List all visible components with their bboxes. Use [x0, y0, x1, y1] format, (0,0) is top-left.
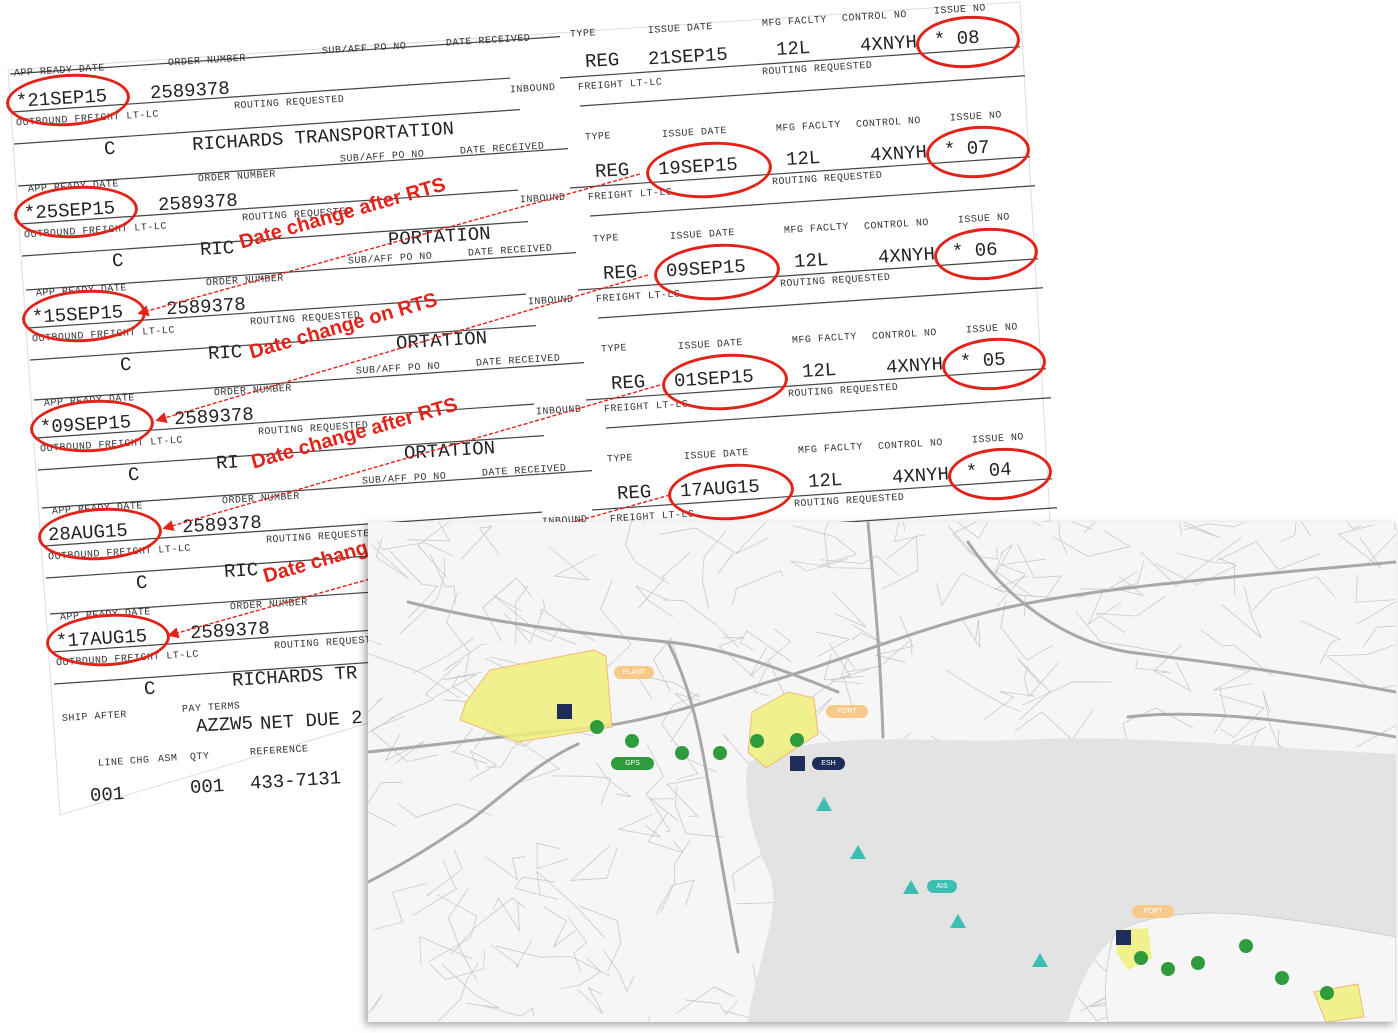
ais-triangle: [1032, 953, 1048, 967]
outbound-code-0: C: [103, 137, 117, 161]
facility-square-3[interactable]: [1116, 930, 1131, 945]
issue-mfg-0: 12L: [775, 36, 811, 62]
outbound-code-2: C: [119, 353, 133, 377]
label-chg: CHG: [129, 755, 150, 768]
map-label-port-2: PORT: [1132, 905, 1174, 918]
issue-mfg-4: 12L: [807, 468, 843, 494]
label-qty: QTY: [189, 751, 210, 764]
carrier-4: RIC: [223, 558, 259, 584]
map-canvas: [368, 522, 1396, 1022]
ais-triangle: [816, 797, 832, 811]
carrier-2: RIC: [207, 340, 243, 366]
issue-type-4: REG: [616, 480, 652, 506]
gps-dot: [1320, 986, 1334, 1000]
map-label-plant: PLANT: [614, 666, 654, 679]
ais-triangle: [903, 880, 919, 894]
ais-triangle: [850, 845, 866, 859]
map-label-gps: GPS: [611, 757, 654, 770]
gps-dot: [1275, 971, 1289, 985]
gps-dot: [625, 734, 639, 748]
label-type-1: TYPE: [584, 131, 612, 144]
ship-after-value: AZZW5: [195, 712, 254, 738]
ais-triangle: [950, 914, 966, 928]
outbound-code-3: C: [127, 463, 141, 487]
gps-dot: [590, 720, 604, 734]
carrier-3: RI: [215, 451, 240, 475]
issue-type-2: REG: [602, 260, 638, 286]
facility-square-2[interactable]: [790, 756, 805, 771]
gps-dot: [675, 746, 689, 760]
issue-type-0: REG: [584, 48, 620, 74]
outbound-code-1: C: [111, 249, 125, 273]
issue-control-4: 4XNYH: [891, 463, 950, 489]
gps-dot: [750, 734, 764, 748]
line-value: 001: [89, 782, 125, 808]
outbound-code-4: C: [135, 571, 149, 595]
qty-value: 001: [189, 774, 225, 800]
gps-dot: [790, 733, 804, 747]
label-type-4: TYPE: [606, 453, 634, 466]
issue-control-0: 4XNYH: [859, 31, 918, 57]
gps-dot: [1239, 939, 1253, 953]
issue-mfg-1: 12L: [785, 146, 821, 172]
label-asm: ASM: [157, 753, 178, 766]
issue-type-3: REG: [610, 370, 646, 396]
issue-mfg-2: 12L: [793, 248, 829, 274]
issue-type-1: REG: [594, 158, 630, 184]
map-label-port-1: PORT: [826, 705, 868, 718]
carrier-1: RIC: [199, 236, 235, 262]
label-type-3: TYPE: [600, 343, 628, 356]
port-zone-1: [747, 691, 819, 769]
issue-control-3: 4XNYH: [885, 353, 944, 379]
map-label-esh: ESH: [812, 757, 845, 770]
label-type: TYPE: [569, 28, 597, 41]
map-label-ais: AIS: [927, 880, 957, 893]
ais-vessel-triangles: [816, 797, 1048, 967]
issue-control-1: 4XNYH: [869, 141, 928, 167]
gps-dot: [1191, 956, 1205, 970]
issue-control-2: 4XNYH: [877, 243, 936, 269]
gps-dot: [713, 746, 727, 760]
logistics-map: PLANT PORT GPS ESH AIS PORT: [368, 522, 1396, 1022]
gps-dot: [1134, 951, 1148, 965]
label-line: LINE: [97, 757, 125, 770]
facility-square-1[interactable]: [557, 704, 572, 719]
gps-route-dots: [590, 720, 1334, 1000]
gps-dot: [1161, 962, 1175, 976]
plant-zone: [459, 649, 613, 743]
outbound-code-5: C: [143, 677, 157, 701]
label-type-2: TYPE: [592, 233, 620, 246]
issue-mfg-3: 12L: [801, 358, 837, 384]
